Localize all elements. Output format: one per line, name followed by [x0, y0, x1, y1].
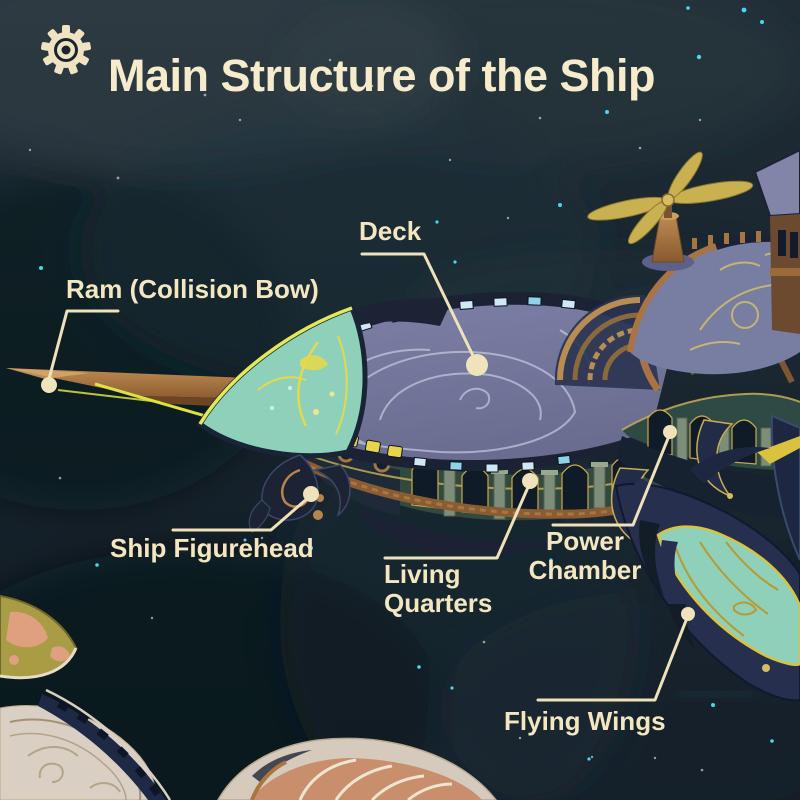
callout-lines	[47, 252, 689, 702]
bow-gunwale	[352, 298, 452, 326]
airship-model	[6, 148, 800, 702]
callout-line-flying-wings	[536, 616, 689, 702]
callout-line-ram	[47, 309, 120, 381]
label-power-chamber: Power Chamber	[528, 526, 642, 586]
near-rail-windows	[413, 454, 571, 473]
label-living-quarters: Living Quarters	[384, 559, 493, 619]
colonnade-arches	[411, 456, 639, 520]
keel-fin	[356, 505, 556, 557]
page-title: Main Structure of the Ship	[108, 50, 656, 102]
figurehead	[248, 454, 351, 533]
label-flying-wings: Flying Wings	[504, 706, 666, 736]
cream-deck	[0, 705, 156, 800]
callout-dot-ram	[41, 377, 57, 393]
callout-dot-deck	[466, 354, 488, 376]
callout-dot-living-quarters	[522, 473, 538, 489]
salmon-wing	[217, 737, 497, 800]
callout-line-deck	[360, 252, 478, 364]
label-ram-collision-bow: Ram (Collision Bow)	[66, 274, 319, 304]
callout-dot-figurehead	[303, 486, 319, 502]
wing-feather-detail	[675, 541, 779, 637]
flying-wing	[614, 414, 800, 702]
propeller-tower	[587, 151, 754, 271]
dark-rail-strip	[38, 688, 172, 800]
stern-tower	[753, 148, 800, 334]
second-model-bottom-left	[0, 594, 497, 800]
label-deck: Deck	[359, 216, 422, 246]
callout-dot-power-chamber	[663, 425, 677, 439]
propeller	[587, 151, 754, 245]
label-ship-figurehead: Ship Figurehead	[110, 533, 314, 563]
callout-line-figurehead	[171, 495, 311, 532]
callout-dots	[41, 354, 695, 621]
callout-dot-flying-wings	[681, 607, 695, 621]
callout-line-living-quarters	[383, 483, 531, 560]
front-wing	[196, 304, 368, 459]
hull-side	[278, 412, 689, 557]
callout-line-power-chamber	[551, 434, 671, 527]
olive-wing	[0, 594, 78, 680]
gear-icon	[41, 25, 91, 75]
